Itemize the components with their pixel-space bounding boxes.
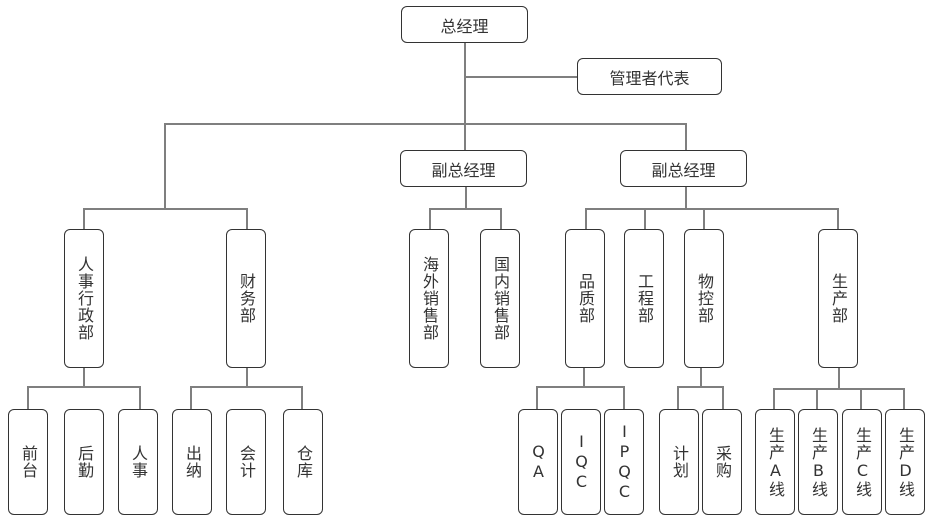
connector (860, 388, 862, 410)
node-ipqc[interactable]: IPQC (604, 409, 644, 515)
node-label: 国内销售部 (491, 256, 510, 341)
node-finance[interactable]: 财务部 (226, 229, 266, 368)
node-label: 采购 (713, 445, 732, 479)
connector (685, 123, 687, 152)
node-quality[interactable]: 品质部 (565, 229, 605, 368)
connector (464, 42, 466, 152)
connector (837, 208, 839, 230)
node-line-b[interactable]: 生产B线 (798, 409, 838, 515)
node-domestic-sales[interactable]: 国内销售部 (480, 229, 520, 368)
connector (246, 367, 248, 387)
node-material-control[interactable]: 物控部 (684, 229, 724, 368)
node-label: 后勤 (75, 445, 94, 479)
node-line-d[interactable]: 生产D线 (885, 409, 925, 515)
node-accounting[interactable]: 会计 (226, 409, 266, 515)
connector (838, 367, 840, 389)
node-label: 副总经理 (431, 160, 496, 180)
connector (164, 123, 166, 209)
connector (190, 386, 302, 388)
connector (644, 208, 646, 230)
node-hr-admin[interactable]: 人事行政部 (64, 229, 104, 368)
node-label: 副总经理 (651, 160, 716, 180)
connector (677, 386, 679, 410)
connector (903, 388, 905, 410)
connector (83, 208, 247, 210)
node-logistics[interactable]: 后勤 (64, 409, 104, 515)
connector (583, 367, 585, 387)
node-label: 人事行政部 (75, 256, 94, 341)
connector (773, 388, 904, 390)
node-label: 生产B线 (809, 426, 828, 498)
node-warehouse[interactable]: 仓库 (283, 409, 323, 515)
connector (500, 208, 502, 230)
node-production[interactable]: 生产部 (818, 229, 858, 368)
node-front-desk[interactable]: 前台 (8, 409, 48, 515)
connector (677, 386, 723, 388)
connector (190, 386, 192, 410)
node-label: 工程部 (635, 273, 654, 324)
node-purchasing[interactable]: 采购 (702, 409, 742, 515)
connector (816, 388, 818, 410)
connector (465, 186, 467, 209)
node-label: 出纳 (183, 445, 202, 479)
node-label: 生产部 (829, 273, 848, 324)
node-line-c[interactable]: 生产C线 (842, 409, 882, 515)
node-label: 生产D线 (896, 426, 915, 498)
connector (703, 208, 705, 230)
node-management-representative[interactable]: 管理者代表 (577, 58, 722, 95)
node-label: 仓库 (294, 445, 313, 479)
connector (164, 123, 686, 125)
node-line-a[interactable]: 生产A线 (755, 409, 795, 515)
node-label: IPQC (615, 422, 634, 502)
node-planning[interactable]: 计划 (659, 409, 699, 515)
node-label: IQC (572, 432, 591, 492)
connector (27, 386, 29, 410)
node-label: 品质部 (576, 273, 595, 324)
node-vice-president-2[interactable]: 副总经理 (620, 150, 747, 187)
connector (623, 386, 625, 410)
connector (429, 208, 501, 210)
node-qa[interactable]: QA (518, 409, 558, 515)
node-personnel[interactable]: 人事 (118, 409, 158, 515)
node-label: 物控部 (695, 273, 714, 324)
node-label: 计划 (670, 445, 689, 479)
node-label: 总经理 (440, 16, 489, 36)
node-label: 管理者代表 (609, 68, 690, 88)
node-label: 会计 (237, 445, 256, 479)
node-iqc[interactable]: IQC (561, 409, 601, 515)
node-cashier[interactable]: 出纳 (172, 409, 212, 515)
node-label: 前台 (19, 445, 38, 479)
connector (722, 386, 724, 410)
node-label: 海外销售部 (420, 256, 439, 341)
node-label: 人事 (129, 445, 148, 479)
node-overseas-sales[interactable]: 海外销售部 (409, 229, 449, 368)
node-label: 生产C线 (853, 426, 872, 498)
connector (429, 208, 431, 230)
connector (585, 208, 838, 210)
connector (139, 386, 141, 410)
connector (301, 386, 303, 410)
node-ceo[interactable]: 总经理 (401, 6, 528, 43)
connector (536, 386, 624, 388)
connector (585, 208, 587, 230)
connector (246, 208, 248, 230)
connector (700, 367, 702, 387)
connector (685, 186, 687, 209)
connector (464, 76, 577, 78)
node-vice-president-1[interactable]: 副总经理 (400, 150, 527, 187)
connector (27, 386, 140, 388)
node-label: 财务部 (237, 273, 256, 324)
connector (773, 388, 775, 410)
connector (83, 208, 85, 230)
node-label: QA (529, 442, 548, 482)
node-engineering[interactable]: 工程部 (624, 229, 664, 368)
connector (83, 367, 85, 387)
connector (536, 386, 538, 410)
node-label: 生产A线 (766, 426, 785, 498)
